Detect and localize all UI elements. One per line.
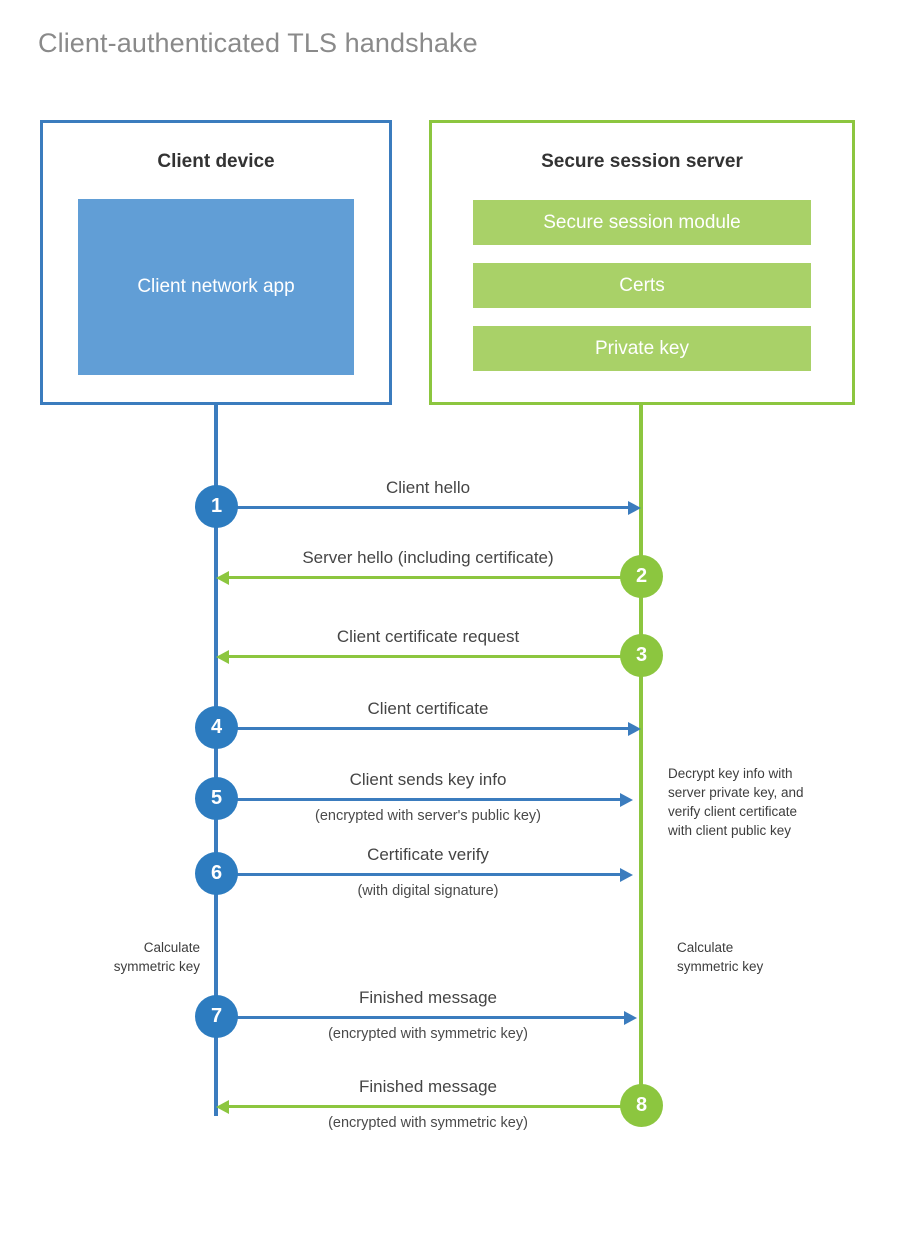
message-label-5: Client sends key info: [349, 770, 507, 789]
message-line-4: [216, 727, 628, 730]
note-server-decrypt: Decrypt key info with server private key…: [668, 766, 804, 839]
client-network-app-block: Client network app: [78, 199, 354, 375]
client-lifeline: [214, 404, 218, 1116]
message-sublabel-8: (encrypted with symmetric key): [328, 1115, 528, 1131]
arrowhead-right-1: [628, 500, 641, 515]
step-circle-2: 2: [620, 554, 663, 598]
page-title: Client-authenticated TLS handshake: [38, 28, 478, 58]
arrowhead-right-5: [620, 792, 633, 807]
step-circle-6: 6: [195, 851, 238, 895]
client-device-title: Client device: [157, 151, 275, 172]
message-label-2: Server hello (including certificate): [302, 548, 554, 567]
step-circle-5: 5: [195, 776, 238, 820]
message-sublabel-6: (with digital signature): [357, 883, 499, 899]
message-line-2: [228, 576, 641, 579]
message-label-3: Client certificate request: [336, 627, 520, 646]
note-server-calculate-symmetric-key: Calculate symmetric key: [677, 940, 764, 975]
message-line-8: [228, 1105, 641, 1108]
message-sublabel-7: (encrypted with symmetric key): [328, 1026, 528, 1042]
message-sublabel-5: (encrypted with server's public key): [315, 808, 541, 824]
message-line-5: [216, 798, 620, 801]
message-label-6: Certificate verify: [367, 845, 489, 864]
arrowhead-left-8: [216, 1099, 229, 1114]
arrowhead-left-2: [216, 570, 229, 585]
message-line-3: [228, 655, 641, 658]
arrowhead-right-6: [620, 867, 633, 882]
secure-session-server-title: Secure session server: [541, 151, 743, 172]
step-circle-4: 4: [195, 705, 238, 749]
arrowhead-right-7: [624, 1010, 637, 1025]
step-circle-1: 1: [195, 484, 238, 528]
message-line-6: [216, 873, 620, 876]
step-circle-8: 8: [620, 1083, 663, 1127]
message-label-7: Finished message: [359, 988, 497, 1007]
client-device-box: Client device Client network app: [40, 120, 392, 405]
step-circle-3: 3: [620, 633, 663, 677]
certs-block: Certs: [473, 263, 811, 308]
step-circle-7: 7: [195, 994, 238, 1038]
message-label-8: Finished message: [359, 1077, 497, 1096]
arrowhead-left-3: [216, 649, 229, 664]
secure-session-server-box: Secure session server Secure session mod…: [429, 120, 855, 405]
message-line-7: [216, 1016, 624, 1019]
message-label-1: Client hello: [385, 478, 471, 497]
arrowhead-right-4: [628, 721, 641, 736]
note-client-calculate-symmetric-key: Calculate symmetric key: [113, 940, 200, 975]
message-label-4: Client certificate: [367, 699, 489, 718]
server-lifeline: [639, 404, 643, 1106]
message-line-1: [216, 506, 628, 509]
private-key-block: Private key: [473, 326, 811, 371]
secure-session-module-block: Secure session module: [473, 200, 811, 245]
